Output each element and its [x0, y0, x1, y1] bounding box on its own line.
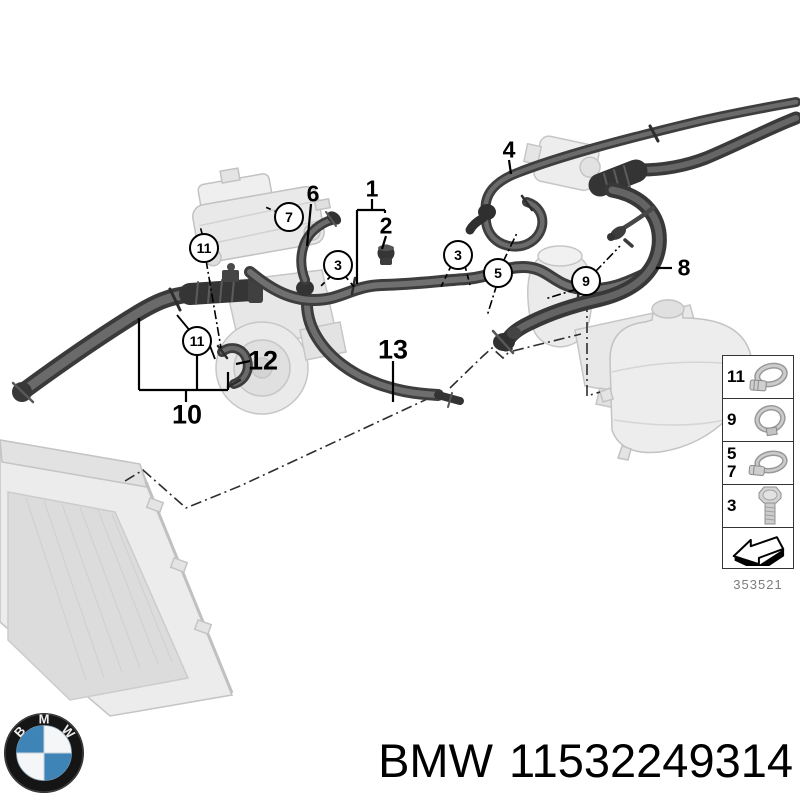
callout-10: 10 [171, 399, 203, 430]
hose-4 [465, 97, 800, 252]
callout-13: 13 [377, 334, 409, 365]
callout-circle-3-left: 3 [323, 250, 353, 280]
legend-label: 11 [727, 367, 745, 387]
callout-circle-3-right: 3 [443, 240, 473, 270]
legend-row-3: 3 [723, 485, 793, 528]
callout-12: 12 [247, 345, 279, 376]
legend-row-arrow [723, 528, 793, 568]
hose-8 [491, 111, 800, 355]
callout-circle-11-lower: 11 [182, 326, 212, 356]
legend-label: 7 [727, 462, 737, 481]
logo-quadrant-blue [44, 753, 72, 781]
callout-circle-5: 5 [483, 258, 513, 288]
callout-8: 8 [677, 254, 691, 281]
legend-row-11: 11 [723, 356, 793, 399]
legend-box: 11 9 [722, 355, 794, 569]
callout-circle-7: 7 [274, 202, 304, 232]
hex-bolt-icon [758, 486, 782, 525]
legend-label: 9 [727, 410, 737, 430]
hose-clamp-icon [748, 450, 788, 477]
callout-4: 4 [502, 136, 516, 163]
legend-row-5-7: 5 7 [723, 442, 793, 485]
legend-label: 3 [727, 496, 737, 516]
legend-row-9: 9 [723, 399, 793, 442]
logo-quadrant-blue [16, 725, 44, 753]
legend-label: 5 [727, 444, 737, 464]
bmw-logo: B M W [1, 710, 87, 796]
logo-letter-m: M [39, 712, 50, 727]
radiator [0, 439, 234, 717]
part-number-line: BMW 11532249314 [378, 733, 793, 788]
brand-text: BMW [378, 734, 493, 787]
callout-circle-9: 9 [571, 266, 601, 296]
view-direction-arrow-icon [732, 536, 785, 566]
part-number: 11532249314 [508, 734, 793, 787]
hose-6 [296, 211, 342, 285]
leader-lines [137, 159, 672, 402]
grommet-part-2 [377, 244, 395, 265]
bleed-screw [607, 233, 615, 241]
drawing-number: 353521 [733, 577, 783, 592]
callout-circle-11: 11 [189, 233, 219, 263]
callout-2: 2 [379, 212, 393, 239]
callout-6: 6 [306, 180, 320, 207]
hose-12 [216, 343, 253, 389]
hose-13 [301, 295, 464, 408]
expansion-tank [599, 299, 753, 461]
callout-1: 1 [365, 175, 379, 202]
worm-drive-clamp-icon [749, 362, 788, 392]
hose-10 [11, 263, 263, 404]
profile-clamp-icon [754, 405, 786, 437]
